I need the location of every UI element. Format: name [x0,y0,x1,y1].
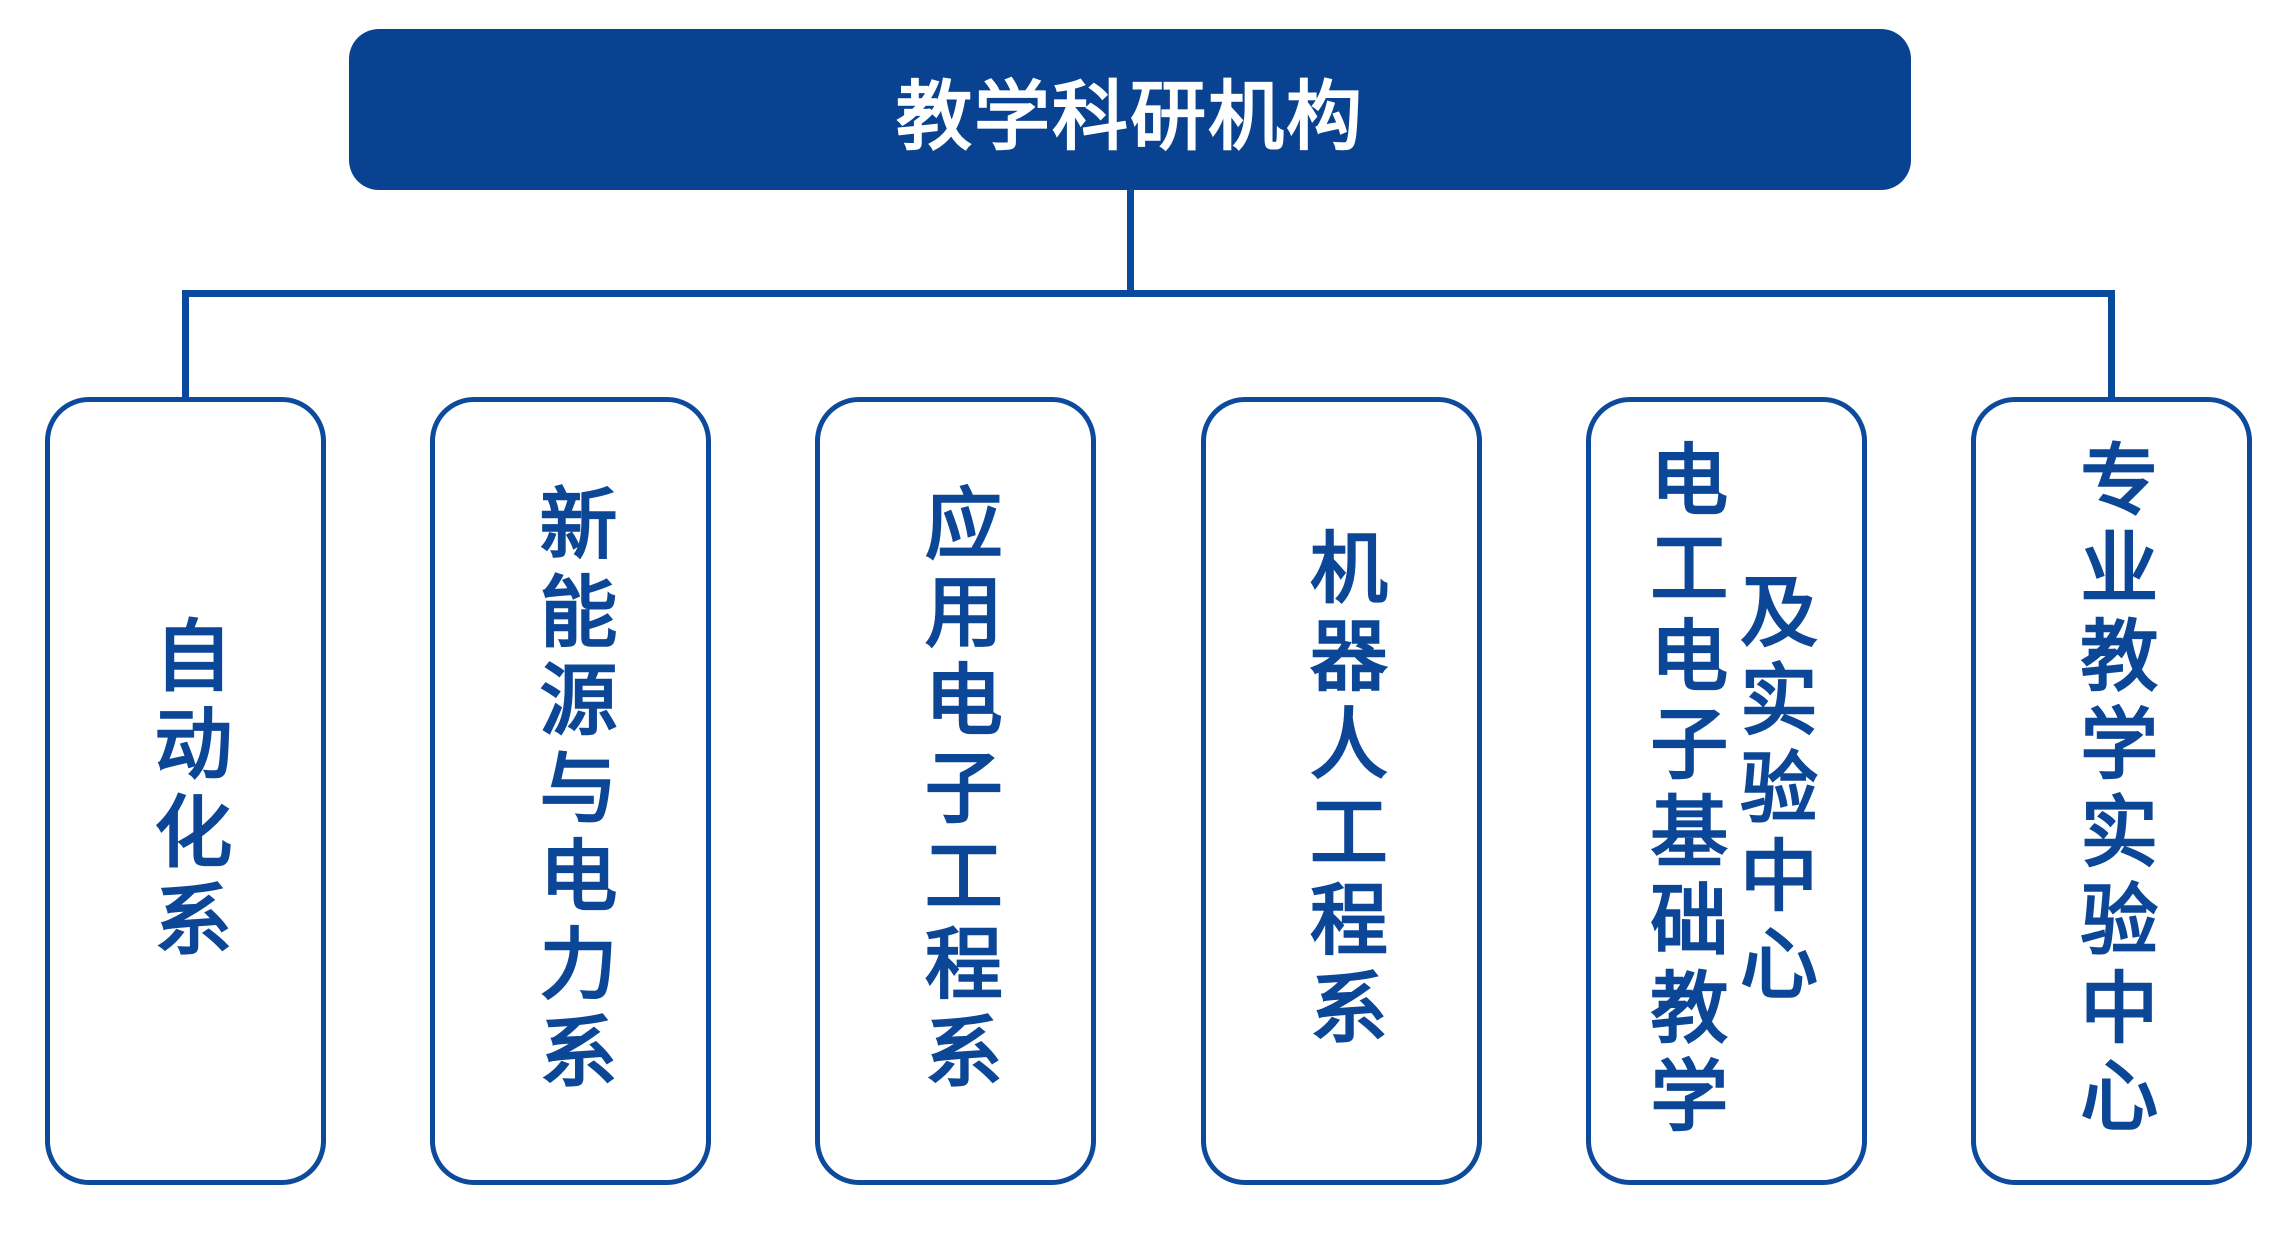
org-node-label: 机器人工程系 [1296,527,1387,1055]
org-node-label: 自动化系 [141,615,232,967]
org-node-label: 新能源与电力系 [526,483,617,1099]
org-root-label: 教学科研机构 [896,71,1364,161]
department-row: 自动化系 新能源与电力系 应用电子工程系 机器人工程系 电工电子基础教学及实验中… [45,397,2252,1185]
org-node-applied-electronics-engineering-dept: 应用电子工程系 [815,397,1097,1185]
connector-horizontal-line [182,290,2115,297]
org-node-robot-engineering-dept: 机器人工程系 [1200,397,1482,1185]
org-node-electrical-electronics-foundation-teaching-experiment-center: 电工电子基础教学及实验中心 [1585,397,1867,1185]
connector-drop-right [2108,290,2115,402]
org-node-label: 专业教学实验中心 [2067,439,2158,1143]
org-node-label: 应用电子工程系 [911,483,1002,1099]
org-node-automation-dept: 自动化系 [45,397,326,1185]
org-node-new-energy-power-dept: 新能源与电力系 [430,397,712,1185]
connector-drop-left [182,290,189,402]
org-root-node: 教学科研机构 [349,29,1911,190]
connector-stem [1127,189,1134,294]
org-node-professional-teaching-experiment-center: 专业教学实验中心 [1970,397,2252,1185]
org-node-label: 电工电子基础教学及实验中心 [1637,439,1817,1143]
